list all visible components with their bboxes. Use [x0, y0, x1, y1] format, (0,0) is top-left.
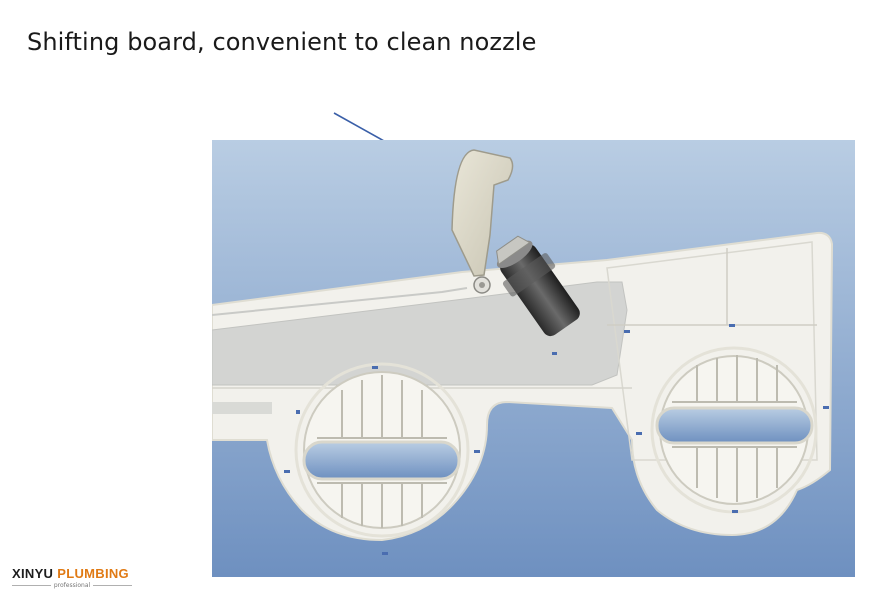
shifting-board: [451, 149, 514, 277]
brand-name-part2: PLUMBING: [57, 566, 129, 581]
showerhead-frame: [212, 231, 834, 555]
brand-name-part1: XINYU: [12, 566, 54, 581]
product-render: [212, 140, 855, 577]
nozzle: [496, 235, 580, 337]
brand-logo: XINYU PLUMBING professional: [12, 566, 133, 589]
slide-title: Shifting board, convenient to clean nozz…: [27, 28, 537, 56]
brand-tagline: professional: [53, 582, 91, 589]
